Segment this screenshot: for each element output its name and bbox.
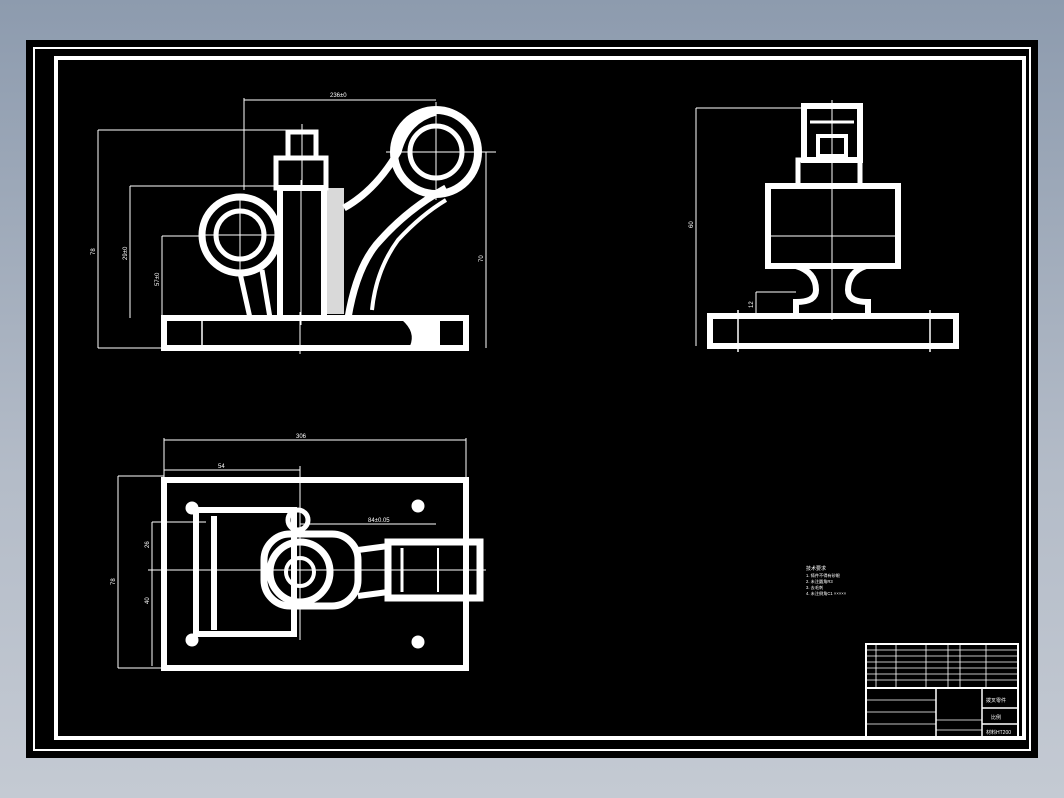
dim-front-bore-height: 57±0 [155,272,161,286]
side-view [695,100,959,352]
dim-front-mid-height: 29±0 [123,246,129,260]
dim-front-right-height: 70 [479,255,485,262]
tech-note-line: 3. 去毛刺 [806,584,823,591]
dim-top-partial-width: 54 [218,464,225,470]
tech-note-line: 1. 铸件不得有砂眼 [806,572,841,579]
tech-notes: 技术要求 1. 铸件不得有砂眼 2. 未注圆角R3 3. 去毛刺 4. 未注倒角… [806,565,847,597]
title-block [865,643,1019,739]
dim-side-small: 12 [749,301,755,308]
dim-top-total-depth: 78 [111,578,117,585]
dim-top-bore-offset: 26 [145,541,151,548]
tech-note-line: 2. 未注圆角R3 [806,578,833,585]
inner-border [54,56,1026,740]
title-block-company: 比例 [991,714,1001,721]
dim-front-top-width: 236±0 [330,93,347,99]
dim-side-total-height: 60 [689,221,695,228]
dim-top-arm-length: 84±0.05 [368,518,390,524]
dim-front-total-height: 78 [91,248,97,255]
dim-top-total-width: 306 [296,434,307,440]
tech-note-line: 4. 未注倒角C1 ××××× [806,590,847,597]
outer-border [33,47,1031,751]
title-block-drawing-no: 材料HT200 [986,729,1011,736]
dim-top-lower-offset: 40 [145,597,151,604]
tech-notes-heading: 技术要求 [806,565,826,572]
top-view [117,438,486,671]
front-view [97,98,496,354]
cad-drawing: 236±0 78 29±0 57±0 70 60 12 [33,47,1031,751]
drawing-sheet: 236±0 78 29±0 57±0 70 60 12 [26,40,1038,758]
title-block-drawing-name: 拨叉零件 [986,697,1006,704]
